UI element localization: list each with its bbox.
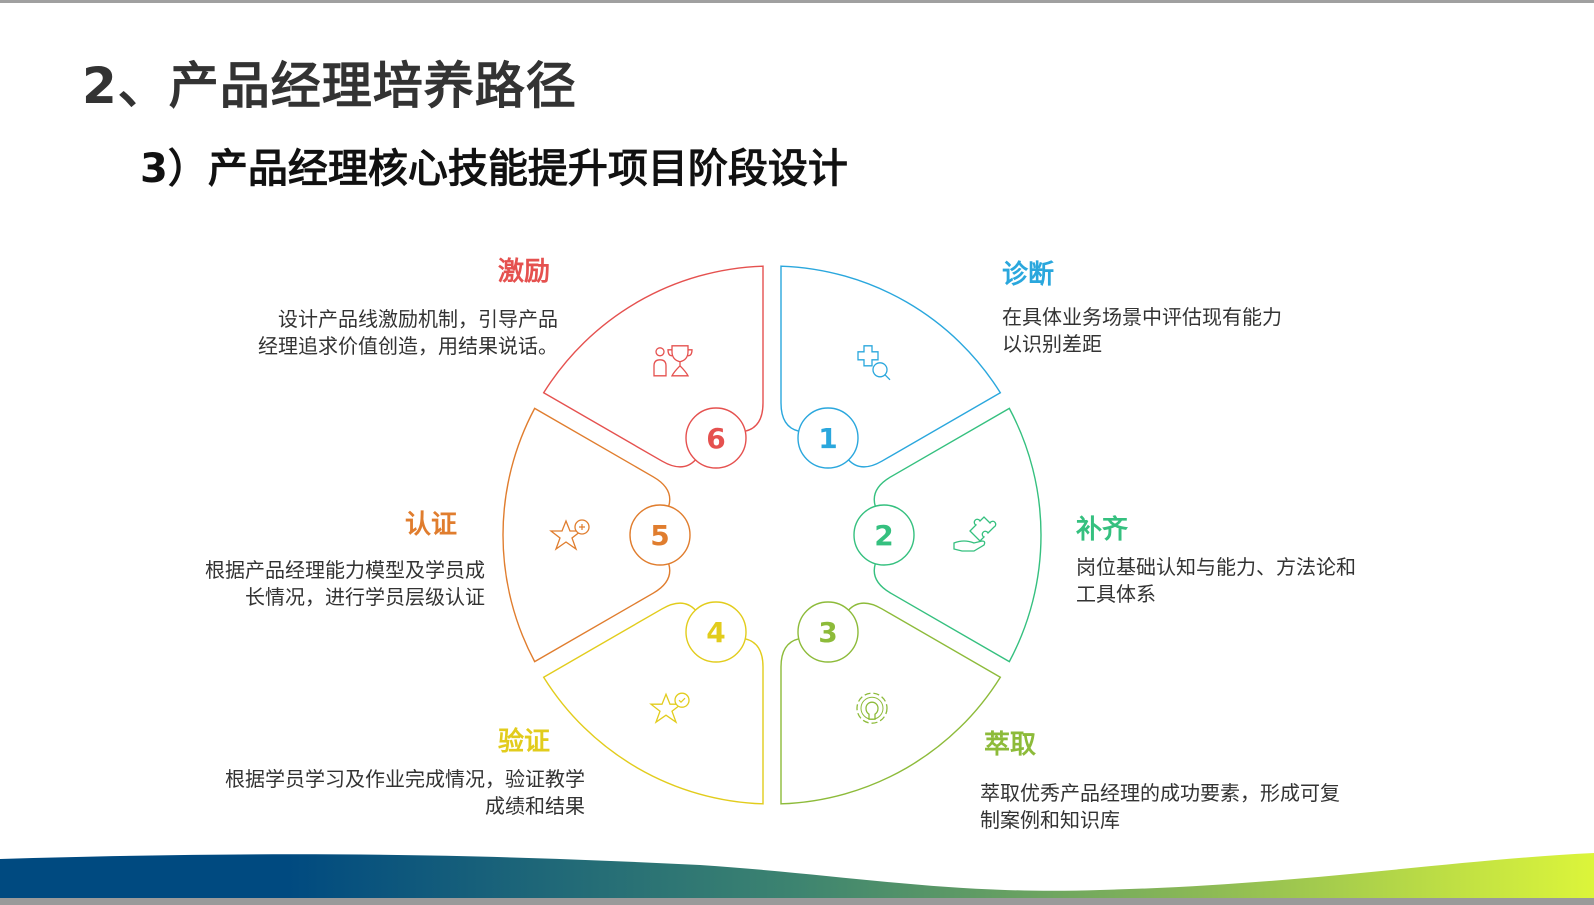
stage-2-number: 2 <box>874 519 893 552</box>
stage-5-outline <box>502 407 671 663</box>
desc-line: 岗位基础认知与能力、方法论和 <box>1076 555 1356 579</box>
stage-6-desc: 设计产品线激励机制，引导产品经理追求价值创造，用结果说话。 <box>258 306 558 360</box>
stage-1-title: 诊断 <box>1002 260 1055 290</box>
stage-6-title: 激励 <box>497 257 550 287</box>
stage-2-title: 补齐 <box>1076 515 1129 545</box>
stage-2-outline <box>873 407 1042 663</box>
desc-line: 工具体系 <box>1076 582 1156 606</box>
desc-line: 成绩和结果 <box>485 794 585 818</box>
desc-line: 根据学员学习及作业完成情况，验证教学 <box>225 767 585 791</box>
stage-4-segment: 4 <box>542 601 764 805</box>
stage-4-number-circle <box>685 601 747 663</box>
desc-line: 经理追求价值创造，用结果说话。 <box>258 334 558 358</box>
stage-6-segment: 6 <box>542 265 764 469</box>
stage-1-number: 1 <box>818 422 837 455</box>
stage-3-number: 3 <box>818 616 837 649</box>
stage-4-title: 验证 <box>497 727 550 757</box>
stage-2-desc: 岗位基础认知与能力、方法论和工具体系 <box>1076 554 1356 608</box>
star-plus-icon <box>549 519 590 551</box>
stage-3-desc: 萃取优秀产品经理的成功要素，形成可复制案例和知识库 <box>980 780 1340 834</box>
desc-line: 设计产品线激励机制，引导产品 <box>278 307 558 331</box>
stage-4-number: 4 <box>706 616 725 649</box>
hand-puzzle-icon <box>953 516 997 552</box>
stage-5-title: 认证 <box>404 510 457 540</box>
stage-5-number: 5 <box>650 519 669 552</box>
stage-5-segment: 5 <box>502 407 691 663</box>
stage-1-number-circle <box>797 407 859 469</box>
stage-3-outline <box>780 602 1002 805</box>
stage-2-number-circle <box>853 504 915 566</box>
stage-1-segment: 1 <box>780 265 1002 469</box>
stage-3-segment: 3 <box>780 601 1002 805</box>
stage-3-number-circle <box>797 601 859 663</box>
stage-1-desc: 在具体业务场景中评估现有能力以识别差距 <box>1002 304 1282 358</box>
star-check-icon <box>649 692 690 724</box>
stage-1-outline <box>780 265 1002 468</box>
stage-5-number-circle <box>629 504 691 566</box>
stage-6-outline <box>542 265 764 468</box>
person-trophy-icon <box>653 345 693 377</box>
stage-2-segment: 2 <box>853 407 1042 663</box>
gear-bulb-icon <box>856 692 888 724</box>
desc-line: 制案例和知识库 <box>980 808 1120 832</box>
desc-line: 在具体业务场景中评估现有能力 <box>1002 305 1282 329</box>
desc-line: 以识别差距 <box>1002 332 1102 356</box>
stage-4-outline <box>542 602 764 805</box>
desc-line: 长情况，进行学员层级认证 <box>245 585 485 609</box>
stage-4-desc: 根据学员学习及作业完成情况，验证教学成绩和结果 <box>225 766 585 820</box>
stage-6-number-circle <box>685 407 747 469</box>
desc-line: 萃取优秀产品经理的成功要素，形成可复 <box>980 781 1340 805</box>
stage-3-title: 萃取 <box>984 730 1037 760</box>
top-border <box>0 0 1594 3</box>
page-subtitle: 3）产品经理核心技能提升项目阶段设计 <box>140 146 848 192</box>
page-title: 2、产品经理培养路径 <box>82 57 577 115</box>
desc-line: 根据产品经理能力模型及学员成 <box>205 558 485 582</box>
stage-5-desc: 根据产品经理能力模型及学员成长情况，进行学员层级认证 <box>205 557 485 611</box>
stage-6-number: 6 <box>706 422 725 455</box>
puzzle-search-icon <box>857 345 891 381</box>
